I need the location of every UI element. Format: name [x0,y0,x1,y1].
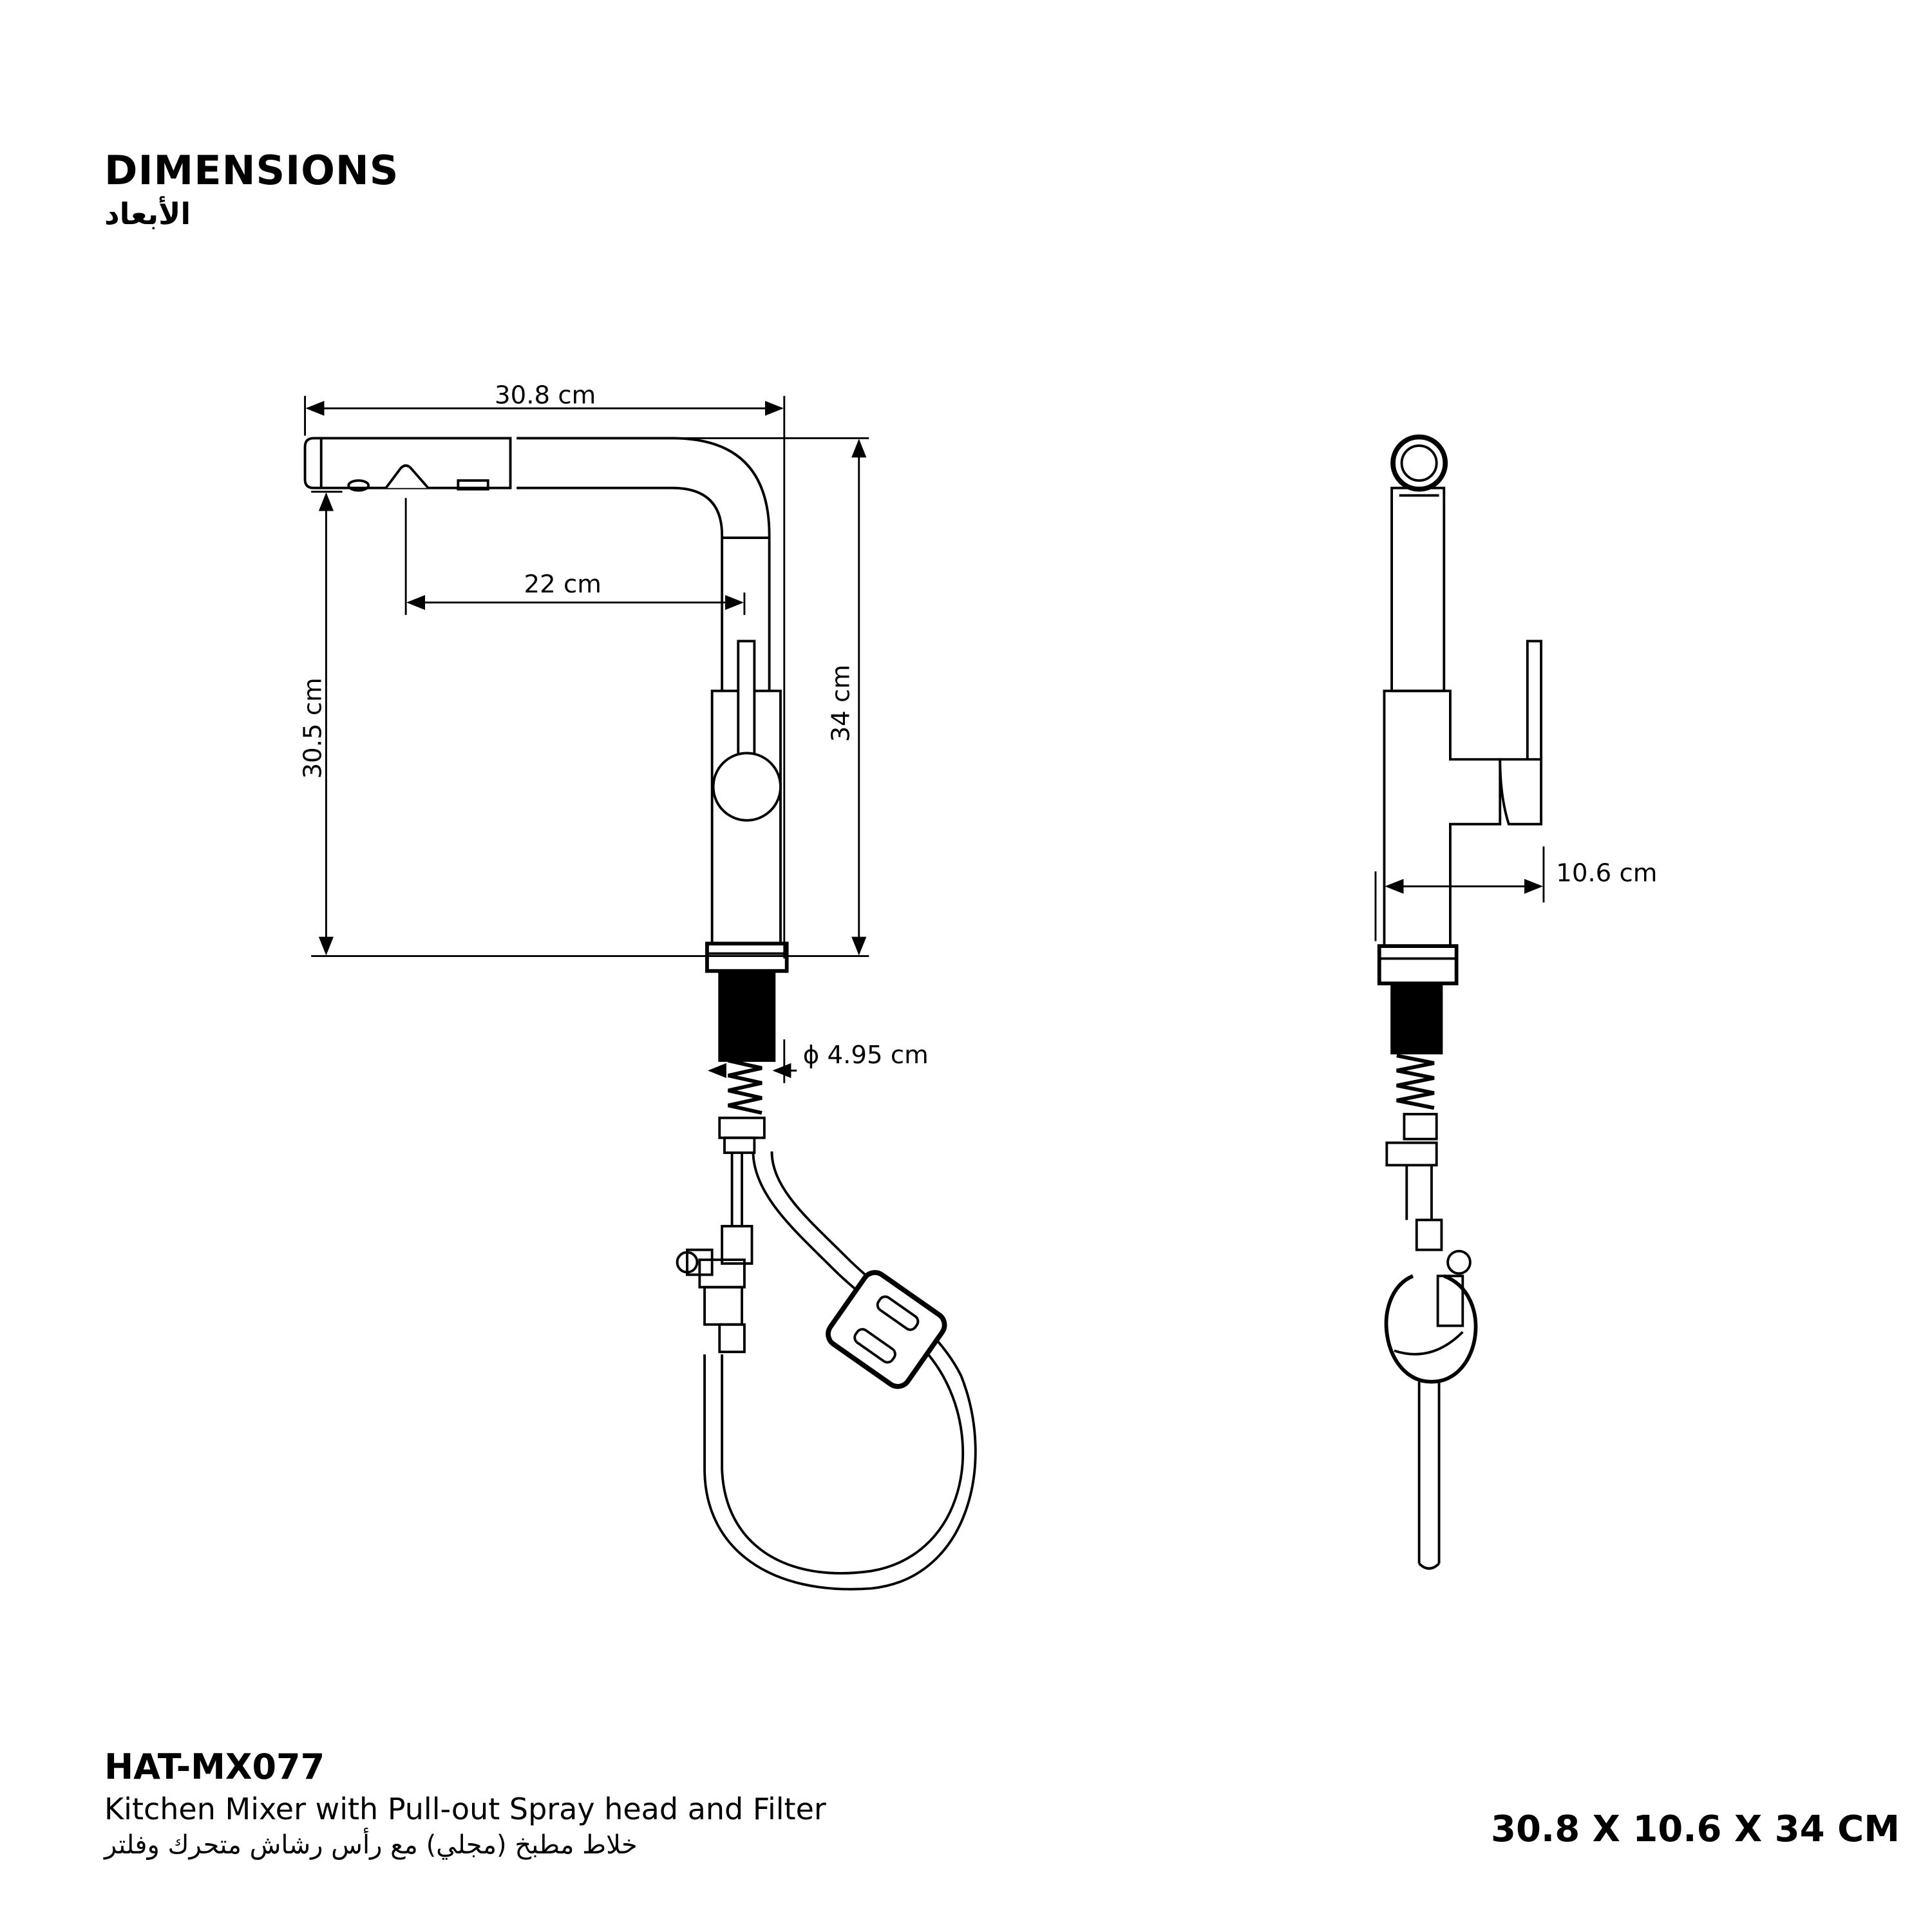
total-height-label: 34 cm [826,665,855,742]
pullout-hose [721,1151,965,1575]
product-description: Kitchen Mixer with Pull-out Spray head a… [104,1792,826,1826]
front-view: 30.8 cm 34 cm 30.5 cm 22 cm ϕ 4.95 [299,381,977,1591]
spout [516,437,771,691]
hose-weight-filter [826,1270,947,1389]
depth-label: 10.6 cm [1556,859,1657,888]
threaded-shank [718,969,776,1062]
side-view: 10.6 cm [1374,434,1657,1570]
hole-diameter-label: ϕ 4.95 cm [803,1041,929,1070]
product-description-arabic: خلاط مطبخ (مجلي) مع رأس رشاش متحرك وفلتر [104,1830,638,1860]
model-number: HAT-MX077 [104,1747,325,1787]
reach-label: 22 cm [524,570,601,599]
lever-handle [737,639,756,761]
side-column [1390,486,1446,692]
handle-knob [712,752,782,822]
page-title-arabic: الأبعاد [104,196,191,231]
spray-head [303,437,512,489]
width-label: 30.8 cm [495,381,596,410]
hose-nut [718,1116,766,1139]
side-body [1383,689,1502,948]
overall-dimensions: 30.8 X 10.6 X 34 CM [1491,1808,1900,1850]
spring [728,1059,762,1115]
spout-height-label: 30.5 cm [299,677,328,779]
page-title: DIMENSIONS [104,147,399,194]
